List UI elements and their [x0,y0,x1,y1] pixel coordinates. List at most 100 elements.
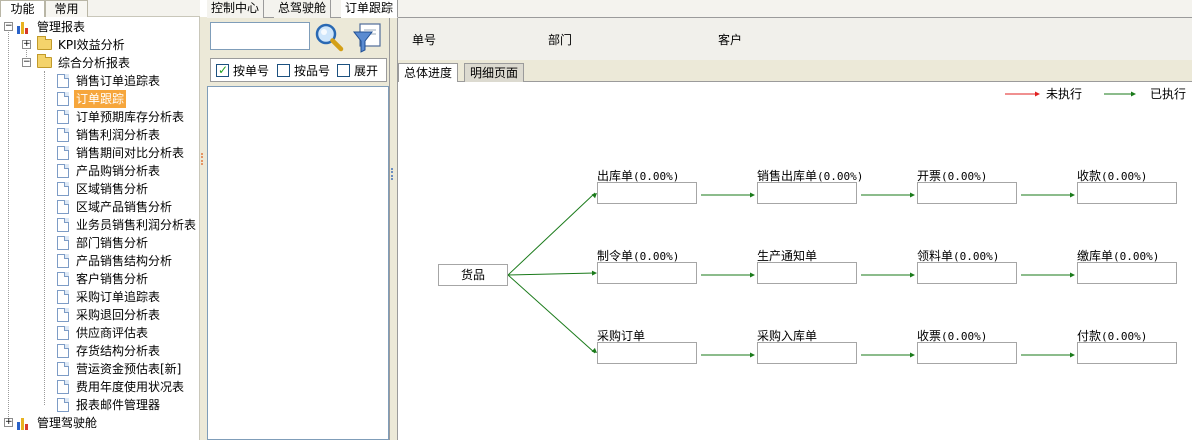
arrow-head [910,192,915,198]
legend-not-executed: 未执行 [1046,87,1083,101]
tab-common[interactable]: 常用 [45,0,88,17]
expand-icon[interactable]: + [22,39,31,49]
filter-button[interactable] [352,22,384,54]
flow-node-percent: (0.00%) [941,170,988,183]
tree-label: KPI效益分析 [58,38,125,52]
flow-node-box[interactable] [757,262,857,284]
order-tracking-view: 单号 部门 客户 总体进度 明细页面 未执行 已执行 货品 出库单(0.00%)… [398,18,1192,440]
checkbox[interactable] [337,64,350,77]
filter-icon [352,23,381,53]
document-icon [57,110,69,124]
flow-node-title: 付款(0.00%) [1077,327,1147,344]
document-icon [57,218,69,232]
flow-node-name: 出库单 [597,169,634,183]
tree-node-management-reports[interactable]: − 管理报表 [0,18,200,36]
tree-leaf-label: 供应商评估表 [76,326,149,340]
document-icon [57,380,69,394]
flow-node-name: 付款 [1077,329,1102,343]
report-tree: − 管理报表 + KPI效益分析 − 综合分析报表 销售订单追踪表 [0,17,200,440]
splitter-handle[interactable] [390,18,398,440]
grip-icon [391,168,396,180]
flow-node-box[interactable] [597,342,697,364]
search-input[interactable] [210,22,310,50]
tree-leaf-label: 区域产品销售分析 [76,200,173,214]
flow-node-box[interactable] [917,262,1017,284]
flow-node-box[interactable] [917,182,1017,204]
tree-leaf-label: 产品购销分析表 [76,164,161,178]
flow-node-name: 采购入库单 [757,329,818,343]
chart-icon [17,20,31,34]
expand-icon[interactable]: + [4,417,13,427]
tab-functions[interactable]: 功能 [0,0,45,17]
flow-node-name: 缴库单 [1077,249,1114,263]
tree-leaf-label: 采购退回分析表 [76,308,161,322]
collapse-icon[interactable]: − [4,21,13,31]
arrow-head [750,272,755,278]
document-icon [57,398,69,412]
flow-node-percent: (0.00%) [953,250,1000,263]
flow-node-box[interactable] [597,262,697,284]
order-header: 单号 部门 客户 [398,18,1192,60]
document-icon [57,236,69,250]
tree-leaf-label: 订单跟踪 [74,90,127,108]
customer-label: 客户 [718,33,743,47]
tree-leaf-label: 报表邮件管理器 [76,398,161,412]
document-icon [57,362,69,376]
arrow-head [750,352,755,358]
flow-node-title: 采购订单 [597,327,645,344]
checkbox[interactable] [277,64,290,77]
dept-label: 部门 [548,33,573,47]
flow-node-box[interactable] [1077,182,1177,204]
tab-control-center[interactable]: 控制中心 [207,0,265,18]
flow-node-box[interactable] [1077,262,1177,284]
tree-node-comprehensive[interactable]: − 综合分析报表 [0,54,200,72]
folder-icon [37,36,52,50]
checkbox-checked[interactable] [216,62,229,78]
tab-order-tracking[interactable]: 订单跟踪 [341,0,399,18]
tree-leaf-label: 销售利润分析表 [76,128,161,142]
tab-detail-page[interactable]: 明细页面 [464,63,525,82]
arrow-head [750,192,755,198]
nav-tab-bar: 功能 常用 [0,0,200,17]
splitter-handle[interactable] [199,17,207,440]
flow-node-box[interactable] [597,182,697,204]
tree-line [8,27,9,423]
document-icon [57,182,69,196]
search-icon [315,23,344,52]
flow-node-percent: (0.00%) [941,330,988,343]
arrow-head [910,352,915,358]
document-icon [57,164,69,178]
document-icon [57,272,69,286]
tab-cockpit[interactable]: 总驾驶舱 [274,0,332,18]
document-icon [57,92,69,106]
legend-arrow-red-head [1035,91,1040,97]
search-button[interactable] [314,22,344,52]
arrow-head [1070,192,1075,198]
tree-leaf-label: 销售订单追踪表 [76,74,161,88]
flow-node-box[interactable] [917,342,1017,364]
connector-line [507,192,596,276]
arrow-head [1070,352,1075,358]
document-icon [57,146,69,160]
connector-line [507,274,596,354]
flow-node-percent: (0.00%) [817,170,864,183]
grip-icon [201,153,206,165]
tree-leaf-label: 客户销售分析 [76,272,149,286]
tab-overall-progress[interactable]: 总体进度 [398,63,459,83]
flow-node-box[interactable] [1077,342,1177,364]
goods-node[interactable]: 货品 [438,264,508,286]
flow-node-title: 生产通知单 [757,247,817,264]
flow-node-title: 采购入库单 [757,327,817,344]
tree-node-kpi[interactable]: + KPI效益分析 [0,36,200,54]
tree-node-cockpit[interactable]: + 管理驾驶舱 [0,414,200,432]
results-list[interactable] [207,86,389,440]
collapse-icon[interactable]: − [22,57,31,67]
order-no-label: 单号 [412,33,437,47]
flow-node-box[interactable] [757,182,857,204]
connector-line [507,272,596,276]
flow-node-title: 收票(0.00%) [917,327,987,344]
document-icon [57,200,69,214]
flow-node-name: 收票 [917,329,942,343]
flow-node-percent: (0.00%) [1113,250,1160,263]
flow-node-box[interactable] [757,342,857,364]
